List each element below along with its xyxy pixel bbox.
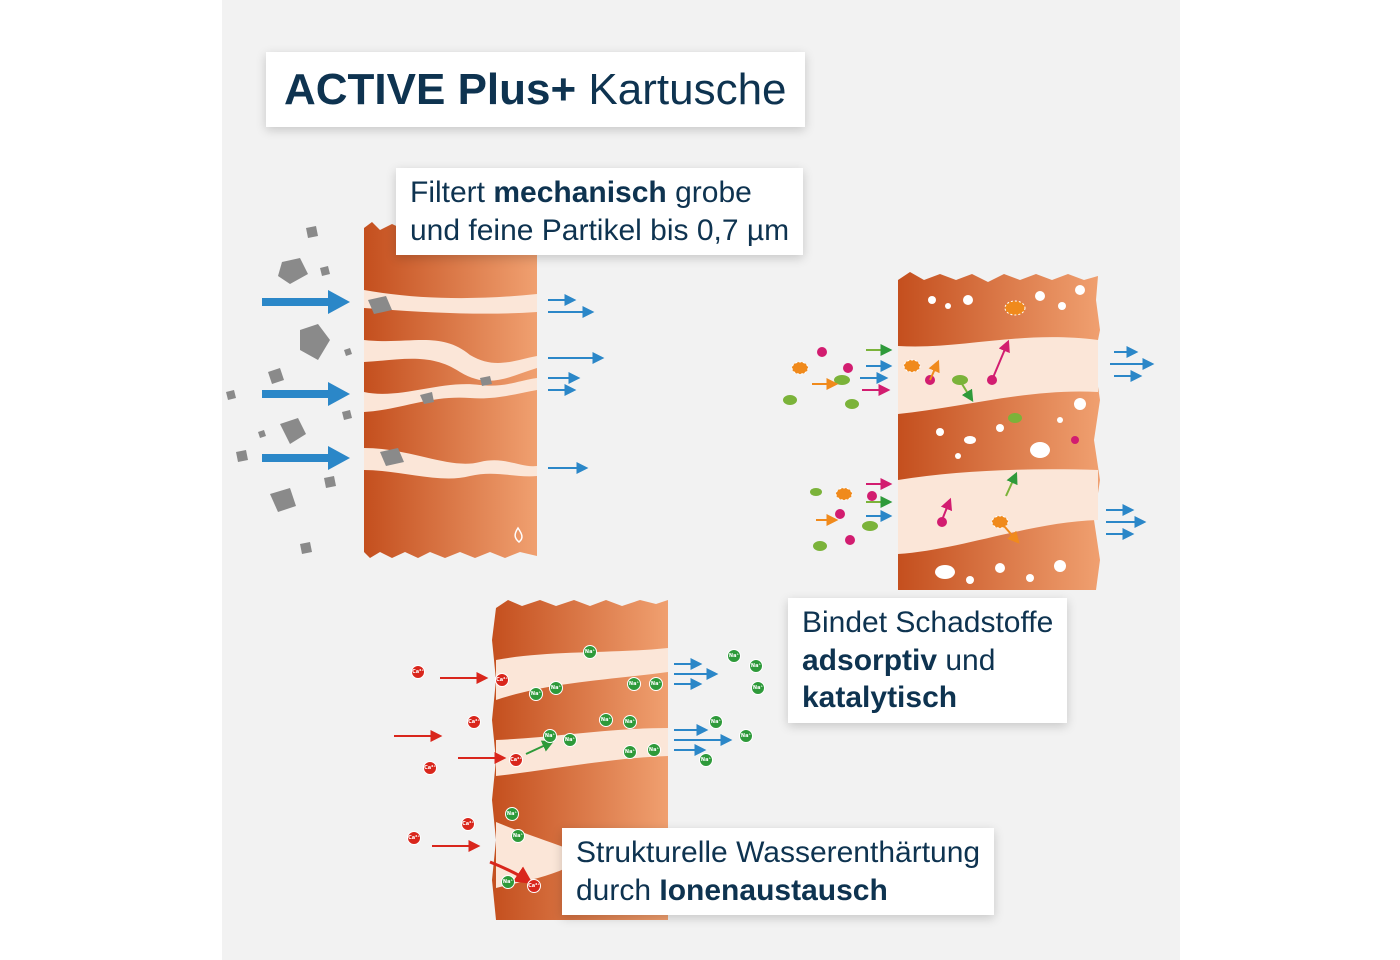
calcium-ion: Ca²⁺ [467, 715, 481, 729]
sodium-ion: Na⁺ [709, 715, 723, 729]
calcium-ion: Ca²⁺ [423, 761, 437, 775]
page-title: ACTIVE Plus+ Kartusche [266, 52, 805, 127]
calcium-ion: Ca²⁺ [461, 817, 475, 831]
sodium-ion: Na⁺ [623, 715, 637, 729]
sodium-ion: Na⁺ [699, 753, 713, 767]
sodium-ion: Na⁺ [751, 681, 765, 695]
mechanical-caption-line2: und feine Partikel bis 0,7 µm [410, 213, 790, 247]
ion-exchange-caption: Strukturelle Wasserenthärtung durch Ione… [562, 828, 995, 915]
sodium-ion: Na⁺ [501, 875, 515, 889]
adsorptive-caption-line3: katalytisch [802, 679, 1053, 717]
sodium-ion: Na⁺ [505, 807, 519, 821]
ion-arrows [394, 658, 733, 884]
adsorptive-caption-line2: adsorptiv und [802, 642, 1053, 680]
ion-exchange-text-bold: Ionenaustausch [659, 873, 888, 907]
adsorptive-filter-block [898, 272, 1100, 590]
sodium-ion: Na⁺ [739, 729, 753, 743]
mechanical-text-pre: Filtert [410, 176, 494, 209]
mechanical-filter-block [364, 222, 537, 558]
calcium-ion: Ca²⁺ [509, 753, 523, 767]
flow-arrows-mechanical [262, 290, 605, 474]
sodium-ion: Na⁺ [599, 713, 613, 727]
sodium-ion: Na⁺ [649, 677, 663, 691]
sodium-ion: Na⁺ [543, 729, 557, 743]
title-bold: ACTIVE Plus+ [284, 65, 577, 114]
mechanical-caption: Filtert mechanisch grobe und feine Parti… [396, 168, 804, 255]
sodium-ion: Na⁺ [511, 829, 525, 843]
calcium-ion: Ca²⁺ [495, 673, 509, 687]
adsorptive-caption: Bindet Schadstoffe adsorptiv und katalyt… [788, 598, 1068, 723]
catalytic-text-bold: katalytisch [802, 681, 958, 714]
mechanical-text-post: grobe [666, 176, 752, 209]
sodium-ion: Na⁺ [749, 659, 763, 673]
sodium-ion: Na⁺ [623, 745, 637, 759]
flow-arrows-adsorptive [812, 339, 1155, 544]
pollutant-particles [783, 347, 1009, 551]
ion-exchange-text-pre: durch [576, 873, 660, 907]
sodium-ion: Na⁺ [529, 687, 543, 701]
calcium-ion: Ca²⁺ [527, 879, 541, 893]
mechanical-caption-line1: Filtert mechanisch grobe [410, 174, 789, 212]
sodium-ion: Na⁺ [647, 743, 661, 757]
incoming-particles [226, 226, 352, 554]
adsorptive-text-bold: adsorptiv [802, 643, 938, 677]
calcium-ion: Ca²⁺ [407, 831, 421, 845]
mechanical-text-bold: mechanisch [493, 176, 667, 209]
sodium-ion: Na⁺ [583, 645, 597, 659]
sodium-ion: Na⁺ [549, 681, 563, 695]
sodium-ion: Na⁺ [627, 677, 641, 691]
ion-exchange-caption-line1: Strukturelle Wasserenthärtung [576, 836, 981, 869]
sodium-ion: Na⁺ [563, 733, 577, 747]
adsorptive-text-post: und [937, 643, 996, 677]
calcium-ion: Ca²⁺ [411, 665, 425, 679]
sodium-ion: Na⁺ [727, 649, 741, 663]
adsorptive-caption-line1: Bindet Schadstoffe [802, 606, 1054, 639]
title-regular: Kartusche [588, 65, 787, 114]
ion-exchange-caption-line2: durch Ionenaustausch [576, 872, 980, 910]
